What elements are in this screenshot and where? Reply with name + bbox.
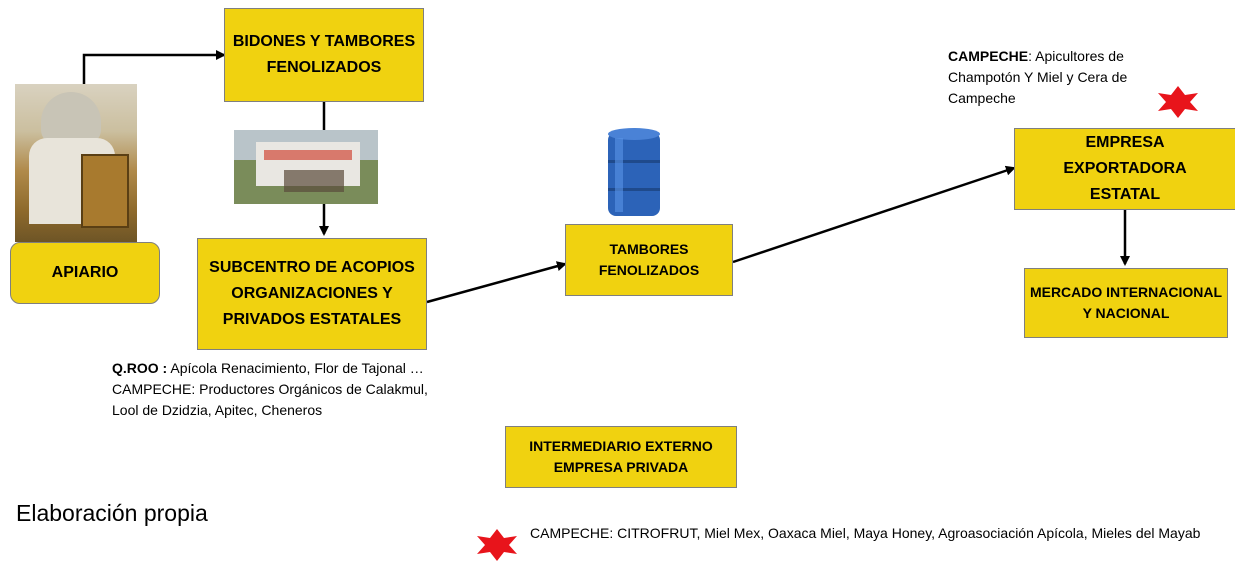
arrow-apiario-to-bidones [82, 50, 226, 84]
node-empresa: EMPRESA EXPORTADORA ESTATAL [1014, 128, 1235, 210]
node-subcentro-label: SUBCENTRO DE ACOPIOS ORGANIZACIONES Y PR… [209, 259, 415, 328]
note-qroo: Q.ROO : Apícola Renacimiento, Flor de Ta… [112, 358, 442, 379]
node-empresa-label: EMPRESA EXPORTADORA ESTATAL [1063, 134, 1187, 203]
legend-text: CAMPECHE: CITROFRUT, Miel Mex, Oaxaca Mi… [530, 523, 1210, 544]
red-star-icon [477, 529, 517, 561]
note-campeche-top-text: : Apicultores de Champotón Y Miel y Cera… [948, 48, 1128, 106]
note-qroo-campeche: Q.ROO : Apícola Renacimiento, Flor de Ta… [112, 358, 442, 421]
node-subcentro: SUBCENTRO DE ACOPIOS ORGANIZACIONES Y PR… [197, 238, 427, 350]
arrow-subcentro-to-tambores [426, 261, 567, 304]
node-apiario-label: APIARIO [51, 264, 119, 281]
node-tambores: TAMBORES FENOLIZADOS [565, 224, 733, 296]
note-qroo-heading: Q.ROO : [112, 360, 168, 376]
blue-drum-icon [608, 128, 660, 216]
node-mercado: MERCADO INTERNACIONAL Y NACIONAL [1024, 268, 1228, 338]
source-caption: Elaboración propia [16, 500, 208, 526]
red-star-icon [1158, 86, 1198, 118]
note-campeche-top: CAMPECHE: Apicultores de Champotón Y Mie… [948, 46, 1170, 109]
node-intermediario-label: INTERMEDIARIO EXTERNO EMPRESA PRIVADA [529, 438, 713, 475]
node-tambores-label: TAMBORES FENOLIZADOS [598, 241, 700, 278]
node-intermediario: INTERMEDIARIO EXTERNO EMPRESA PRIVADA [505, 426, 737, 488]
collection-center-photo [234, 130, 378, 204]
note-campeche-top-heading: CAMPECHE [948, 48, 1029, 64]
arrow-tambores-to-empresa [732, 165, 1016, 264]
note-qroo-text: Apícola Renacimiento, Flor de Tajonal … [167, 360, 424, 376]
node-apiario: APIARIO [10, 242, 160, 304]
node-bidones-label: BIDONES Y TAMBORES FENOLIZADOS [232, 33, 416, 76]
beekeeper-photo [15, 84, 137, 242]
node-mercado-label: MERCADO INTERNACIONAL Y NACIONAL [1029, 284, 1223, 321]
node-bidones: BIDONES Y TAMBORES FENOLIZADOS [224, 8, 424, 102]
legend-text-content: CAMPECHE: CITROFRUT, Miel Mex, Oaxaca Mi… [530, 525, 1201, 541]
note-campeche-south: CAMPECHE: Productores Orgánicos de Calak… [112, 381, 428, 418]
